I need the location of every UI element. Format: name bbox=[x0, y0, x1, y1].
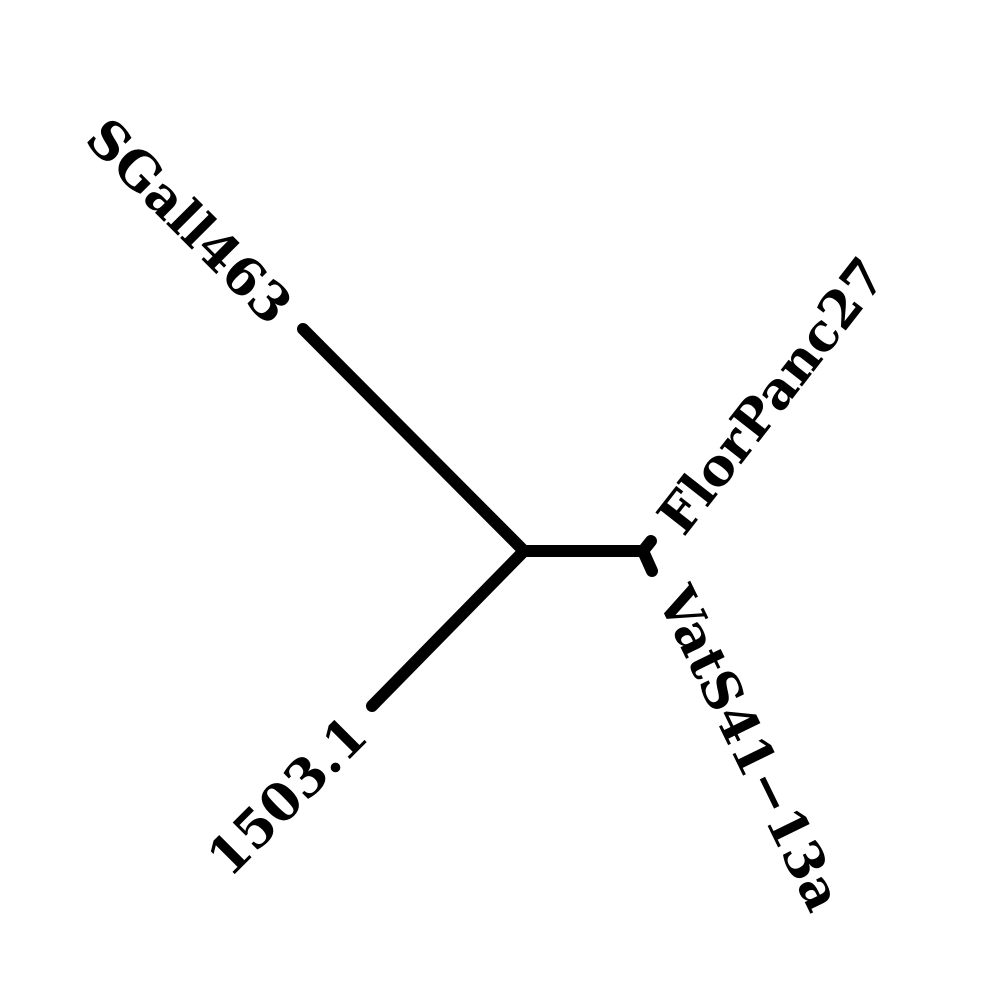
leaf-label-vats41: VatS41−13a bbox=[644, 576, 854, 921]
leaf-label-florpanc27: FlorPanc27 bbox=[646, 247, 898, 546]
branch-1503 bbox=[366, 545, 530, 712]
branch-sgall463 bbox=[297, 323, 530, 557]
leaf-label-sgall463: SGall463 bbox=[74, 107, 304, 337]
branch-vats41 bbox=[637, 545, 658, 577]
leaf-label-1503: 1503.1 bbox=[196, 704, 380, 888]
